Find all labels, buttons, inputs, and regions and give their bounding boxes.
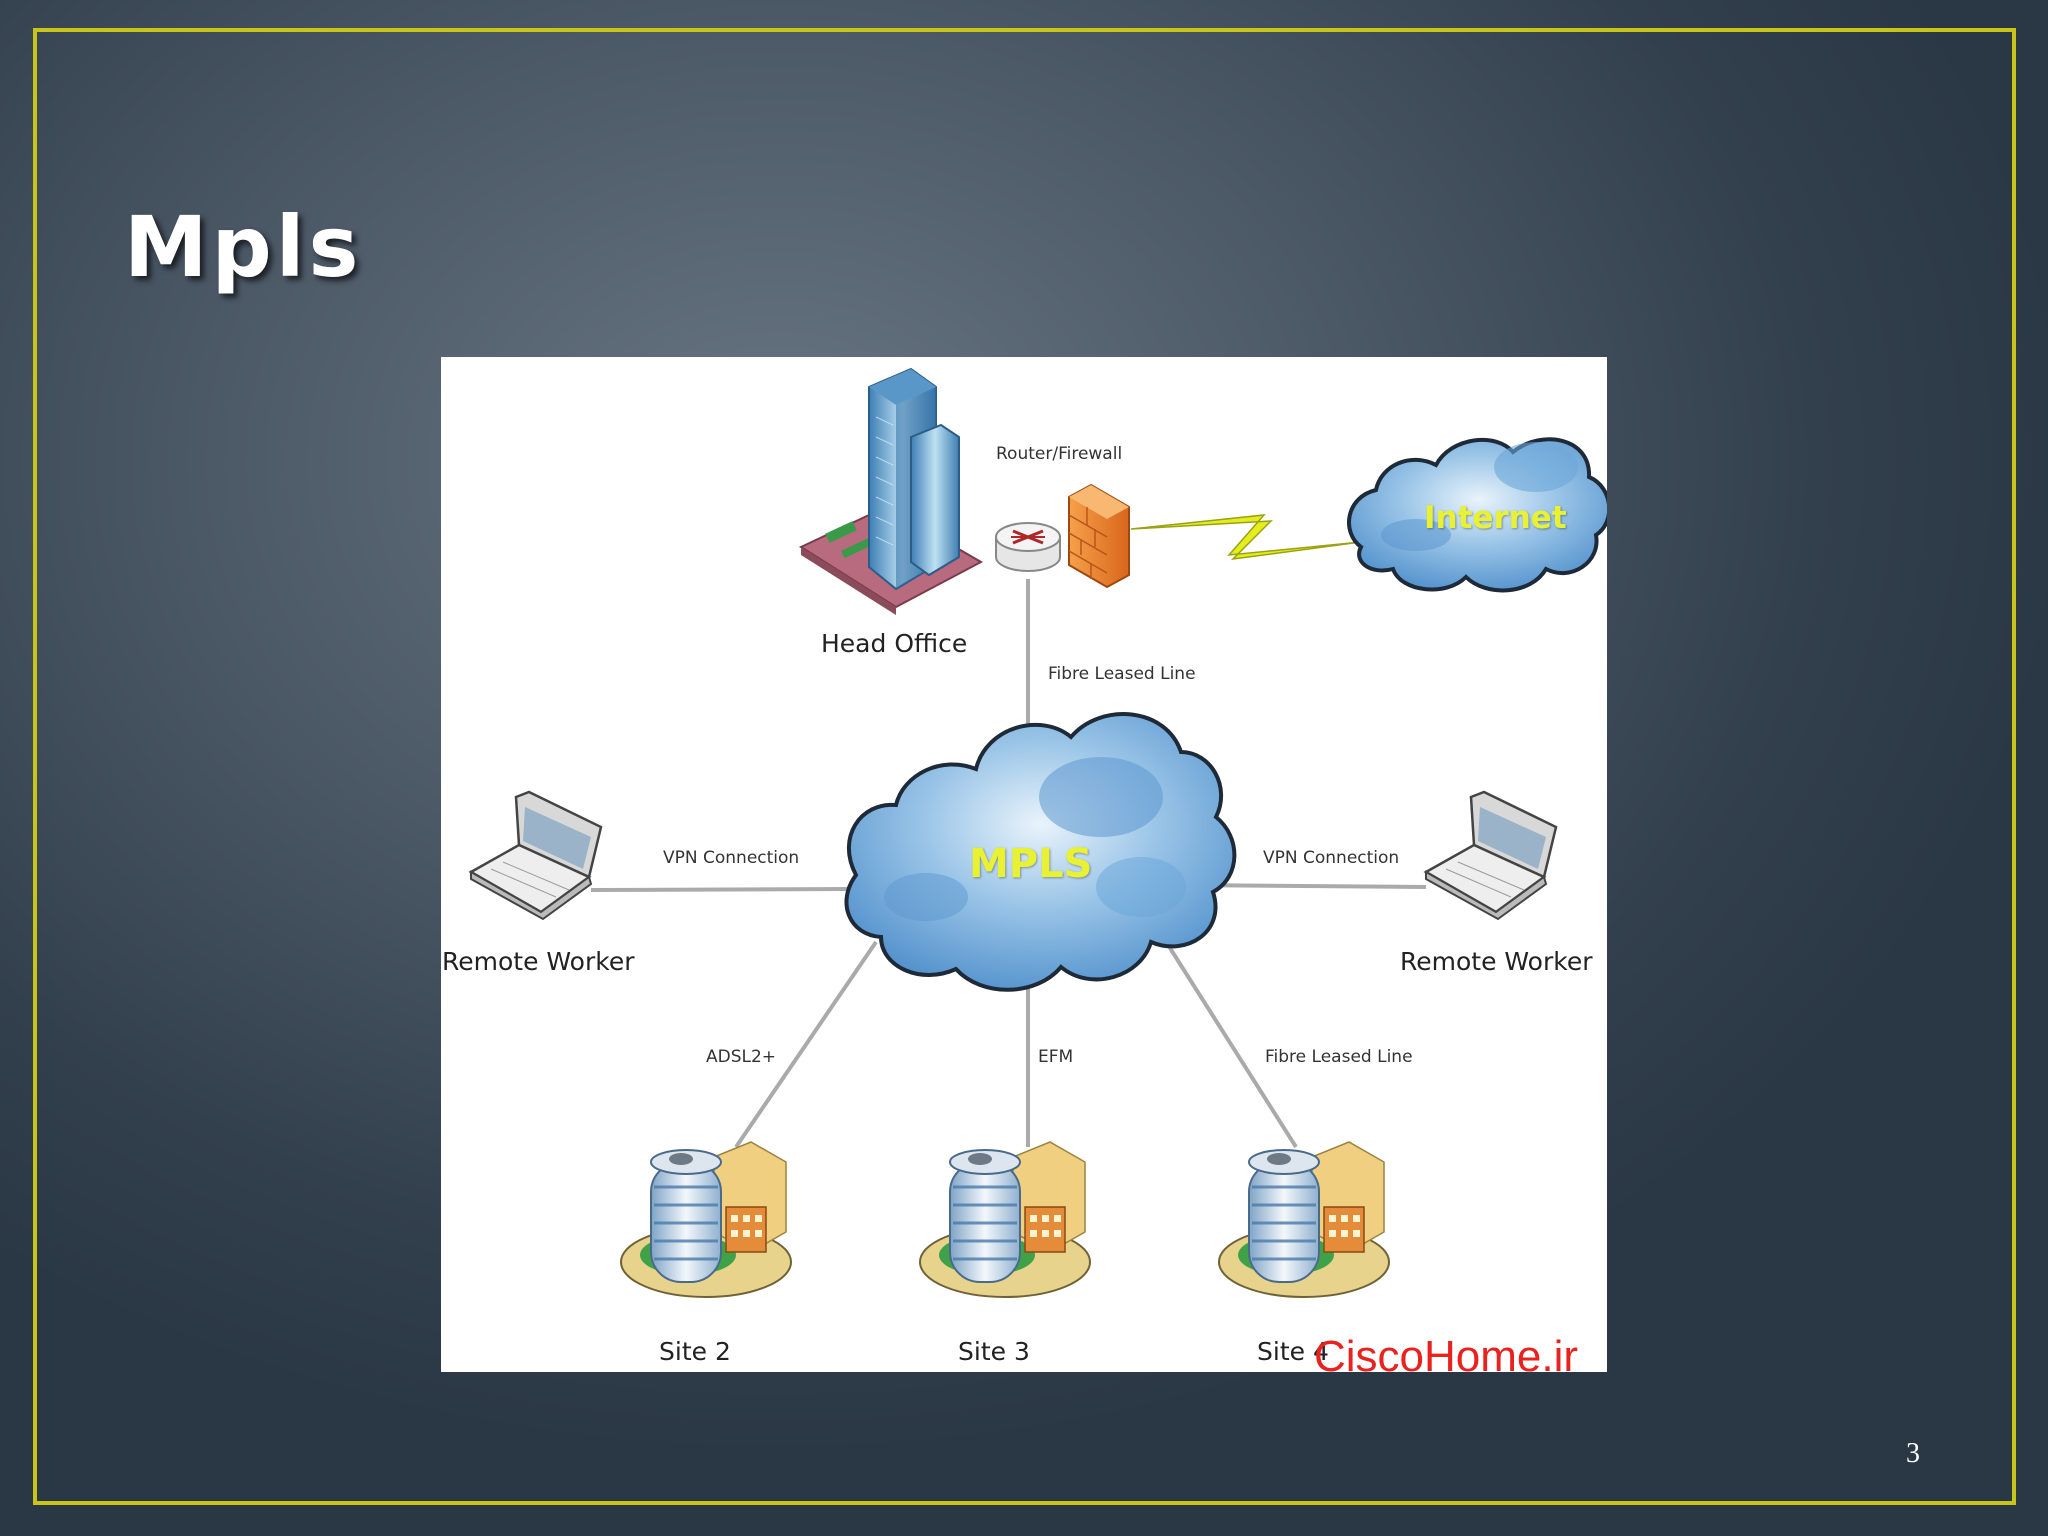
site4-building-icon [1218,1141,1390,1298]
link-label-adsl: ADSL2+ [706,1047,777,1067]
site2-label: Site 2 [659,1337,731,1366]
diagram-svg [468,367,1607,1298]
site4-label: Site 4 [1257,1337,1329,1366]
site3-label: Site 3 [958,1337,1030,1366]
internet-cloud-icon [1347,437,1607,593]
link-label-fibre-site4: Fibre Leased Line [1265,1047,1413,1067]
link-site4 [1161,935,1298,1149]
mpls-cloud-icon [844,712,1237,992]
link-label-fibre-head: Fibre Leased Line [1048,664,1196,684]
firewall-icon [1068,483,1130,589]
lightning-icon [1130,514,1362,561]
internet-label: Internet [1424,500,1567,536]
watermark-text: CiscoHome.ir [1314,1332,1579,1381]
router-firewall-label: Router/Firewall [996,444,1123,464]
site3-building-icon [919,1141,1091,1298]
link-site2 [734,940,878,1149]
slide-frame [33,28,2016,1505]
slide-number: 3 [1906,1438,1920,1469]
link-label-vpn-right: VPN Connection [1263,848,1400,868]
remote-worker-left-label: Remote Worker [442,947,635,976]
link-vpn-left [590,887,852,892]
laptop-icon-left [468,790,603,921]
network-diagram: Router/Firewall Head Office Fibre Leased… [441,357,1607,1372]
head-office-building-icon [798,367,984,615]
site2-building-icon [620,1141,792,1298]
slide-title: Mpls [124,198,363,296]
link-label-efm: EFM [1038,1047,1074,1067]
router-icon [995,522,1061,572]
head-office-label: Head Office [821,629,968,658]
link-label-vpn-left: VPN Connection [663,848,800,868]
mpls-label: MPLS [969,841,1093,887]
laptop-icon-right [1423,790,1558,921]
remote-worker-right-label: Remote Worker [1400,947,1593,976]
